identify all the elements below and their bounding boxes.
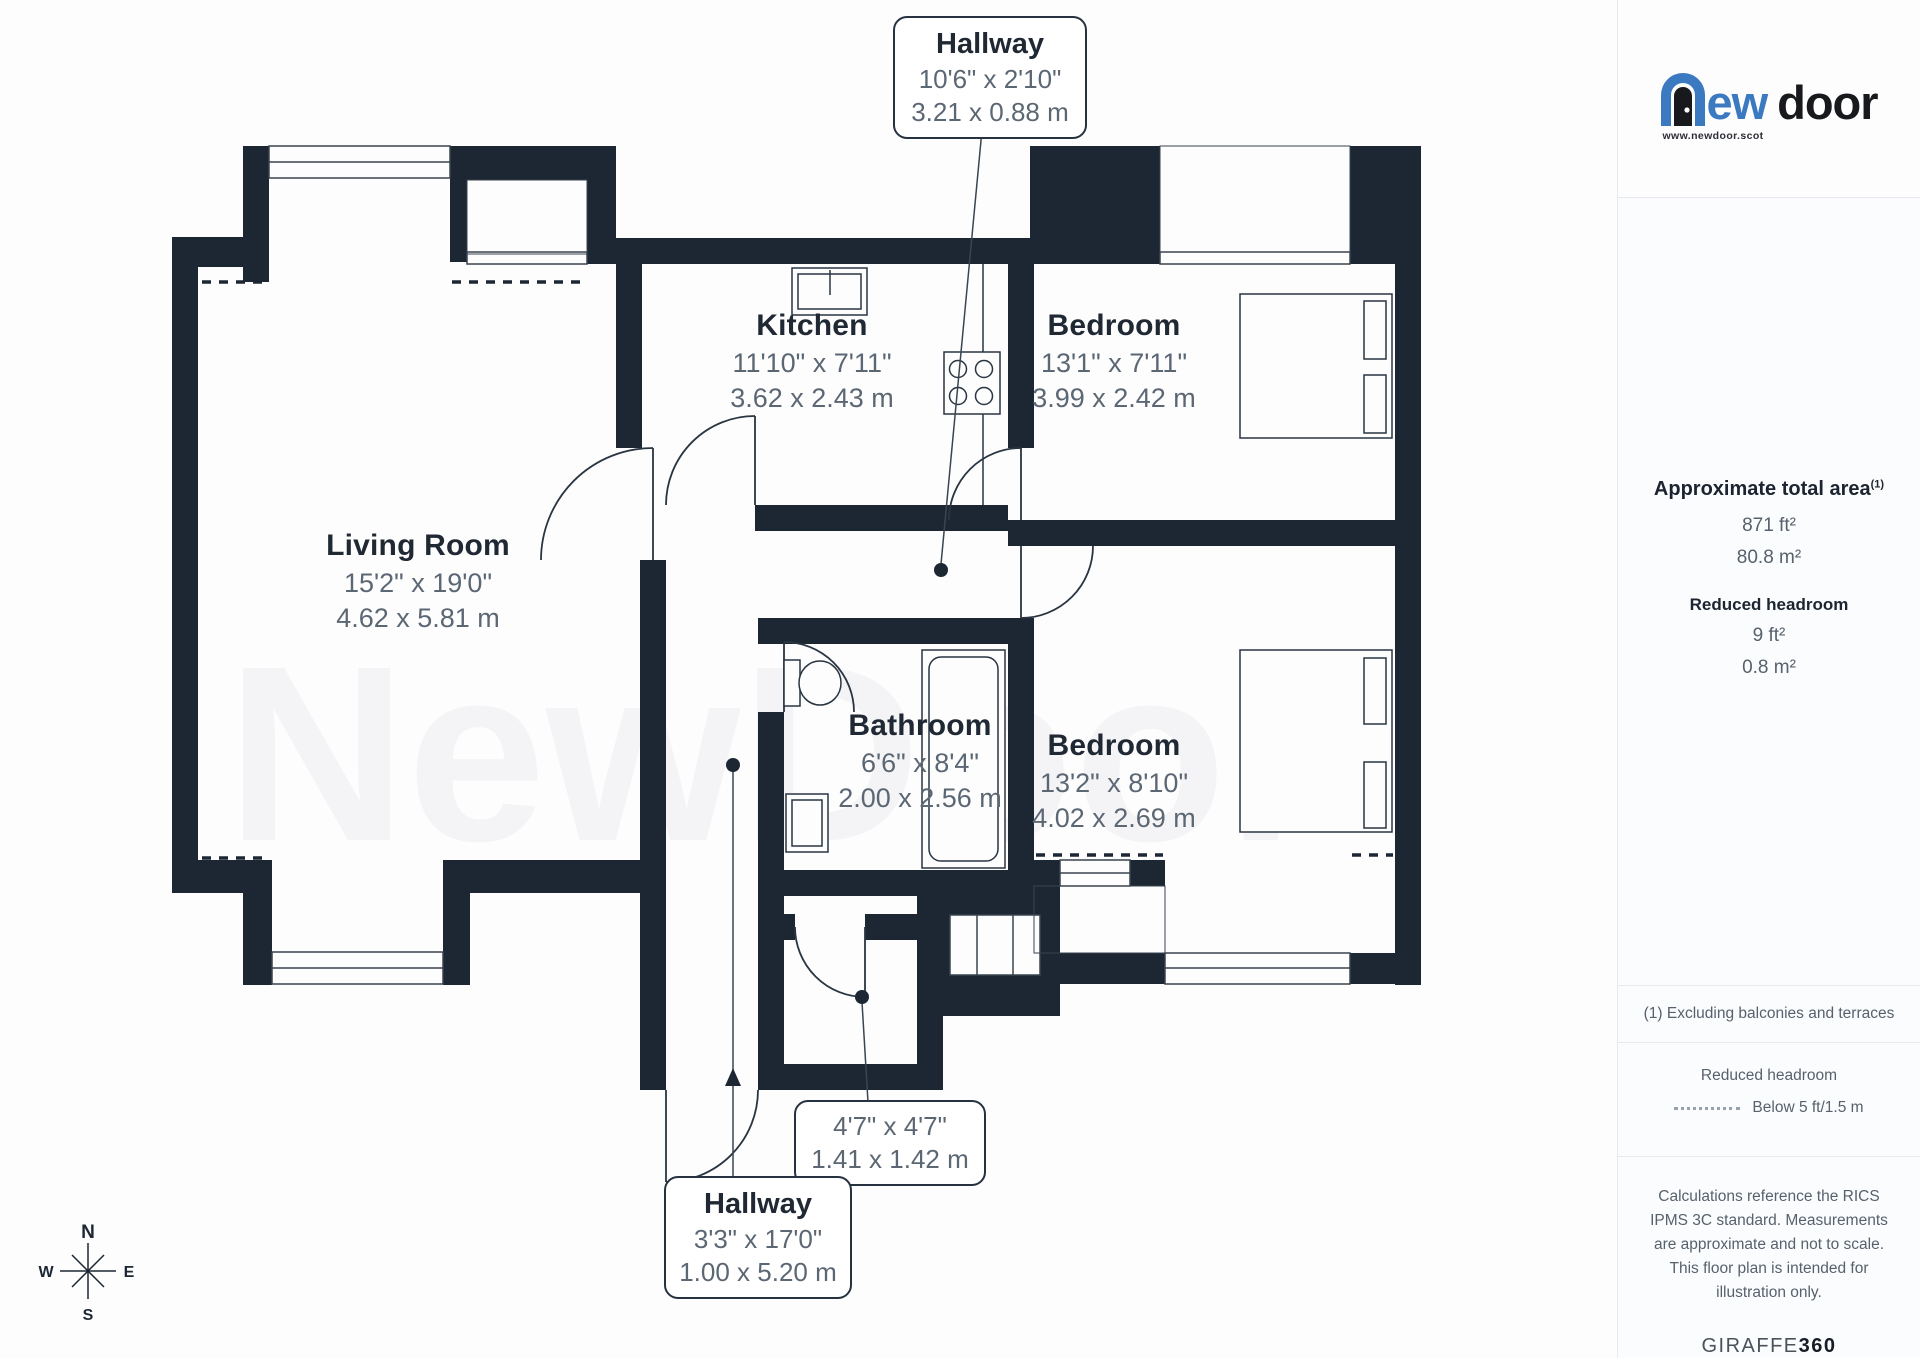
room-dims-metric: 1.41 x 1.42 m [811, 1144, 969, 1174]
room-dims-imperial: 11'10" x 7'11" [732, 348, 892, 378]
room-dims-imperial: 6'6" x 8'4" [860, 748, 980, 778]
windows [268, 145, 1351, 985]
room-label-hallway-bottom: Hallway 3'3" x 17'0" 1.00 x 5.20 m [664, 1176, 852, 1299]
room-name: Hallway [704, 1188, 812, 1220]
doors [540, 415, 1094, 1183]
room-label-bedroom-bottom: Bedroom 13'2" x 8'10" 4.02 x 2.69 m [964, 726, 1264, 836]
logo-text-ew: ew [1706, 75, 1768, 129]
footnote-text: (1) Excluding balconies and terraces [1643, 1005, 1895, 1022]
dotted-line-sample [1674, 1106, 1741, 1110]
compass-west: W [38, 1264, 54, 1281]
room-name: Bedroom [1047, 729, 1181, 762]
room-dims-imperial: 13'2" x 8'10" [1039, 768, 1189, 798]
room-dims-metric: 2.00 x 2.56 m [838, 783, 1002, 813]
area-title: Approximate total area(1) [1653, 478, 1885, 500]
room-label-small-room: 4'7" x 4'7" 1.41 x 1.42 m [794, 1100, 986, 1186]
area-footnote-marker: (1) [1870, 478, 1885, 491]
logo-website: www.newdoor.scot [1662, 129, 1764, 142]
headroom-value-m: 0.8 m² [1742, 657, 1796, 678]
area-value-ft: 871 ft² [1742, 515, 1796, 536]
info-sidebar: ew door www.newdoor.scot Approximate tot… [1617, 0, 1920, 1358]
footnote-section: (1) Excluding balconies and terraces [1618, 986, 1920, 1043]
logo-word-door: door [1777, 75, 1878, 129]
room-dims-imperial: 10'6" x 2'10" [918, 64, 1062, 94]
room-dims-imperial: 13'1" x 7'11" [1040, 348, 1188, 378]
walls [172, 146, 1421, 1090]
room-dims-imperial: 3'3" x 17'0" [693, 1224, 823, 1254]
logo-word-new: ew [1660, 72, 1768, 129]
leader-lines [725, 129, 983, 1178]
legend-title: Reduced headroom [1700, 1067, 1838, 1084]
room-label-hallway-top: Hallway 10'6" x 2'10" 3.21 x 0.88 m [893, 16, 1087, 139]
room-label-bathroom: Bathroom 6'6" x 8'4" 2.00 x 2.56 m [770, 706, 1070, 816]
bed-symbols [1239, 293, 1393, 833]
headroom-value-ft: 9 ft² [1752, 625, 1786, 646]
room-name: Bedroom [1047, 309, 1181, 342]
room-dims-metric: 3.99 x 2.42 m [1032, 383, 1196, 413]
room-name: Living Room [326, 529, 510, 562]
room-label-living-room: Living Room 15'2" x 19'0" 4.62 x 5.81 m [268, 526, 568, 636]
bathroom-fixtures [783, 649, 1006, 869]
compass-north: N [81, 1222, 95, 1243]
room-name: Bathroom [848, 709, 992, 742]
area-value-m: 80.8 m² [1736, 547, 1802, 568]
area-section: Approximate total area(1) 871 ft² 80.8 m… [1618, 198, 1920, 986]
logo-section: ew door www.newdoor.scot [1618, 0, 1920, 198]
legend-section: Reduced headroom Below 5 ft/1.5 m [1618, 1043, 1920, 1157]
headroom-title: Reduced headroom [1689, 595, 1849, 614]
compass-south: S [83, 1307, 94, 1324]
room-label-kitchen: Kitchen 11'10" x 7'11" 3.62 x 2.43 m [662, 306, 962, 416]
bay-outlines [466, 145, 1351, 954]
newdoor-arch-icon [1661, 72, 1706, 126]
room-name: Kitchen [756, 309, 868, 342]
giraffe360-brand: GIRAFFE360 [1701, 1335, 1837, 1358]
room-dims-metric: 4.62 x 5.81 m [336, 603, 500, 633]
reduced-headroom-lines [202, 280, 1393, 860]
room-dims-metric: 3.21 x 0.88 m [911, 97, 1069, 127]
disclaimer-section: Calculations reference the RICS IPMS 3C … [1618, 1157, 1920, 1358]
room-dims-imperial: 4'7" x 4'7" [833, 1111, 947, 1141]
legend-label: Below 5 ft/1.5 m [1752, 1099, 1864, 1116]
room-dims-metric: 1.00 x 5.20 m [679, 1257, 837, 1287]
kitchen-fixtures [791, 264, 1001, 505]
room-label-bedroom-top: Bedroom 13'1" x 7'11" 3.99 x 2.42 m [964, 306, 1264, 416]
disclaimer-text: Calculations reference the RICS IPMS 3C … [1650, 1188, 1888, 1302]
room-dims-imperial: 15'2" x 19'0" [343, 568, 493, 598]
compass: N S W E [38, 1222, 134, 1324]
room-dims-metric: 4.02 x 2.69 m [1032, 803, 1196, 833]
room-dims-metric: 3.62 x 2.43 m [730, 383, 894, 413]
compass-east: E [124, 1264, 135, 1281]
room-name: Hallway [936, 28, 1044, 60]
